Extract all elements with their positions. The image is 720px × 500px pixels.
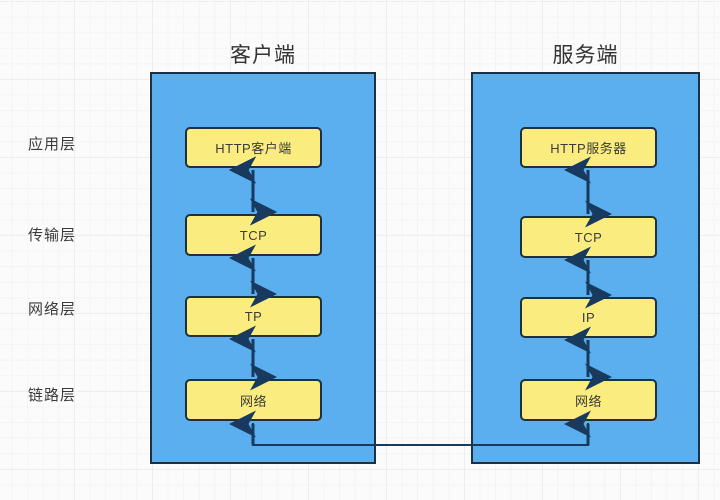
client-title: 客户端 [230, 44, 296, 67]
layer-label-link: 链路层 [28, 387, 77, 404]
server-protocol-box-application[interactable]: HTTP服务器 [520, 127, 657, 168]
layer-label-application: 应用层 [28, 136, 77, 153]
client-protocol-box-link[interactable]: 网络 [185, 379, 322, 421]
server-title: 服务端 [552, 44, 619, 67]
client-protocol-box-application[interactable]: HTTP客户端 [185, 127, 322, 168]
server-protocol-box-network[interactable]: IP [520, 297, 657, 338]
client-protocol-box-transport[interactable]: TCP [185, 214, 322, 256]
layer-label-transport: 传输层 [28, 227, 77, 244]
layer-label-network: 网络层 [28, 301, 77, 318]
server-protocol-box-transport[interactable]: TCP [520, 216, 657, 258]
server-protocol-box-link[interactable]: 网络 [520, 379, 657, 421]
client-protocol-box-network[interactable]: TP [185, 296, 322, 337]
